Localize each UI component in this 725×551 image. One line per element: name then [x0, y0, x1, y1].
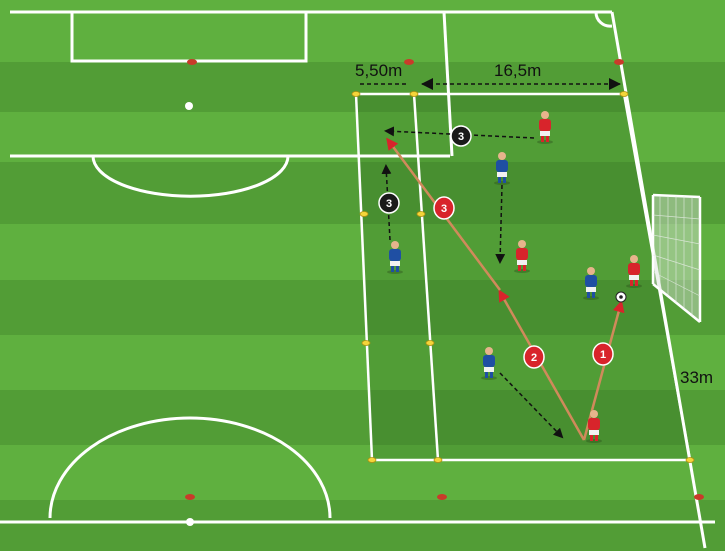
badge-3-run-top: 3 — [451, 126, 471, 146]
cone — [434, 458, 442, 463]
cone — [417, 212, 425, 217]
cone — [352, 92, 360, 97]
dimension-label-33m: 33m — [680, 368, 713, 387]
penalty-spot — [185, 102, 193, 110]
centre-spot — [186, 518, 194, 526]
svg-text:3: 3 — [458, 131, 464, 143]
dimension-label-5-50m: 5,50m — [355, 61, 402, 80]
marker — [614, 59, 624, 65]
badge-2: 2 — [524, 346, 544, 368]
marker — [694, 494, 704, 500]
cone — [368, 458, 376, 463]
badge-1: 1 — [593, 343, 613, 365]
svg-text:3: 3 — [441, 203, 447, 215]
svg-text:2: 2 — [531, 352, 537, 364]
svg-text:1: 1 — [600, 349, 606, 361]
marker — [437, 494, 447, 500]
dimension-label-16-5m: 16,5m — [494, 61, 541, 80]
ball — [616, 292, 626, 302]
cone — [410, 92, 418, 97]
cone — [362, 341, 370, 346]
cone — [426, 341, 434, 346]
badge-3-run-left: 3 — [379, 193, 399, 213]
badge-3-pass: 3 — [434, 197, 454, 219]
svg-text:3: 3 — [386, 198, 392, 210]
marker — [187, 59, 197, 65]
cone — [360, 212, 368, 217]
cone — [620, 92, 628, 97]
marker — [404, 59, 414, 65]
cone — [686, 458, 694, 463]
marker — [185, 494, 195, 500]
